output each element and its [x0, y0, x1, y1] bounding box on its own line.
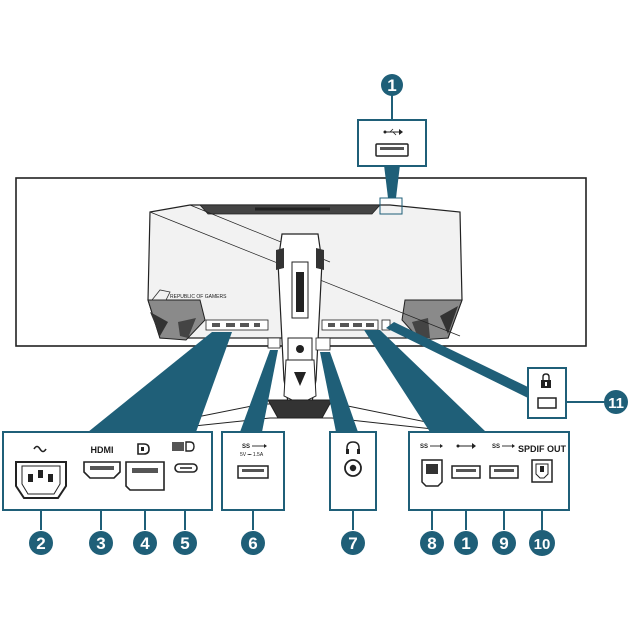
right-port-group: SS SS SPDIF OUT	[408, 431, 570, 511]
callout-connectors	[40, 510, 543, 530]
usb-rating-label: 5V ⎓ 1.5A	[240, 452, 264, 458]
callout-7: 7	[341, 531, 365, 555]
usb-port-6-group: SS 5V ⎓ 1.5A	[221, 431, 285, 511]
callout-8: 8	[420, 531, 444, 555]
kensington-lock-icon	[541, 373, 551, 388]
left-port-strip	[205, 319, 269, 331]
svg-text:SS: SS	[492, 444, 500, 450]
top-usb-detail	[357, 119, 427, 167]
svg-text:3: 3	[96, 534, 105, 553]
svg-text:8: 8	[427, 534, 436, 553]
svg-text:SS: SS	[420, 444, 428, 450]
ac-power-icon	[33, 445, 47, 453]
callout-4: 4	[133, 531, 157, 555]
right-port-strip	[321, 319, 379, 331]
callout-9: 9	[492, 531, 516, 555]
top-usb-frame	[357, 119, 427, 167]
usb-icon-right	[456, 443, 476, 449]
displayport-icon	[137, 443, 150, 455]
ac-power-socket	[15, 461, 67, 499]
lock-slot	[537, 397, 557, 409]
headphone-icon	[346, 441, 360, 454]
svg-text:10: 10	[534, 536, 551, 553]
displayport-port	[125, 461, 165, 491]
callout-10: 10	[529, 530, 555, 556]
rog-logo-text: REPUBLIC OF GAMERS	[170, 294, 227, 300]
callout-2: 2	[29, 531, 53, 555]
rog-logo: REPUBLIC OF GAMERS	[151, 289, 227, 301]
svg-text:SS: SS	[242, 444, 250, 450]
svg-text:7: 7	[348, 534, 357, 553]
svg-text:9: 9	[499, 534, 508, 553]
left-port-group: HDMI	[2, 431, 213, 511]
svg-text:4: 4	[140, 534, 150, 553]
spdif-label: SPDIF OUT	[518, 444, 567, 454]
svg-text:5: 5	[180, 534, 189, 553]
usb-icon	[383, 128, 403, 136]
kensington-lock-group	[527, 367, 606, 419]
callout-11: 11	[604, 390, 628, 414]
callout-6: 6	[241, 531, 265, 555]
svg-text:1: 1	[461, 534, 470, 553]
callout-3: 3	[89, 531, 113, 555]
svg-text:11: 11	[608, 395, 624, 412]
usb-superspeed-icon: SS	[242, 444, 267, 450]
usb-superspeed-icon-b: SS	[420, 444, 443, 450]
usb-c-displayport-icon	[172, 441, 195, 452]
callout-1-bottom: 1	[454, 531, 478, 555]
lock-frame	[527, 367, 567, 419]
callout-5: 5	[173, 531, 197, 555]
svg-text:2: 2	[36, 534, 45, 553]
callout-1-top: 1	[381, 74, 403, 120]
hdmi-label: HDMI	[91, 445, 114, 455]
leader-beams	[88, 165, 530, 432]
monitor-rear-view: REPUBLIC OF GAMERS	[15, 177, 587, 431]
headphone-group	[329, 431, 377, 511]
usb-superspeed-icon-9: SS	[492, 444, 515, 450]
svg-text:1: 1	[387, 76, 396, 95]
svg-text:6: 6	[248, 534, 257, 553]
